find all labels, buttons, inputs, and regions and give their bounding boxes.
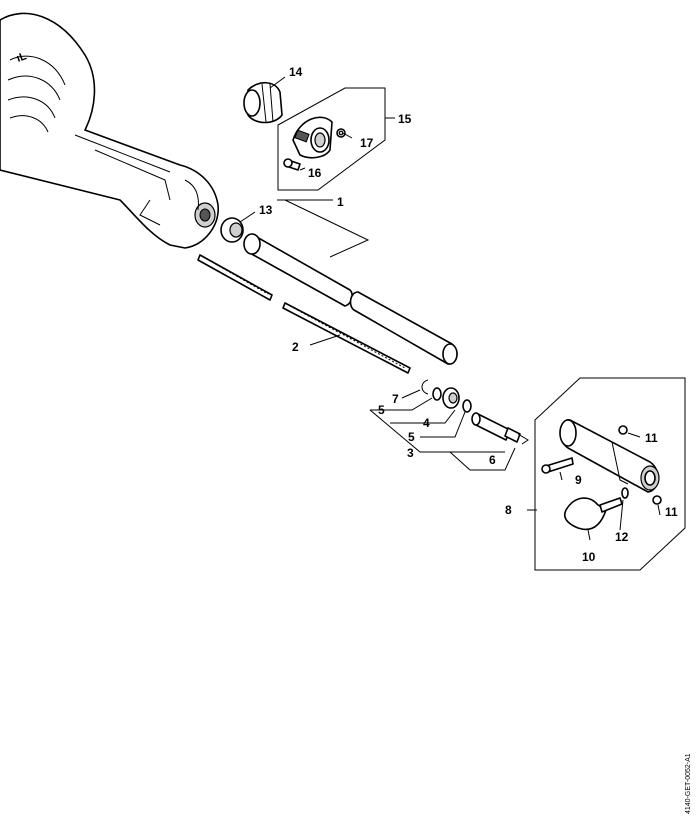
- assembly-15-group: [277, 87, 386, 191]
- part-1-drive-tube: [243, 233, 458, 365]
- part-6-shaft-end: [471, 412, 529, 445]
- callout-14: 14: [289, 65, 303, 79]
- callout-4: 4: [423, 416, 430, 430]
- document-reference-text: 4140-GET-0052-A1: [685, 753, 692, 814]
- callout-13: 13: [259, 203, 273, 217]
- callout-15: 15: [398, 112, 412, 126]
- assembly-8-group: [534, 377, 686, 571]
- callout-8: 8: [505, 503, 512, 517]
- housing-logo-text: ıL: [15, 50, 29, 65]
- callout-3: 3: [407, 446, 414, 460]
- leader-lines: [239, 76, 661, 541]
- engine-housing: ıL: [0, 12, 219, 249]
- callout-17: 17: [360, 136, 374, 150]
- callout-labels: 14 15 17 16 1 13 2 7 5 4 5 3 6 11 9 8 11…: [259, 65, 678, 564]
- part-13-adapter: [220, 217, 244, 243]
- callout-7: 7: [392, 392, 399, 406]
- callout-16: 16: [308, 166, 322, 180]
- callout-9: 9: [575, 473, 582, 487]
- part-14-clamp: [243, 81, 283, 124]
- callout-12: 12: [615, 530, 629, 544]
- callout-1: 1: [337, 195, 344, 209]
- document-reference: 4140-GET-0052-A1: [685, 753, 692, 814]
- callout-5-first: 5: [378, 403, 385, 417]
- callout-6: 6: [489, 453, 496, 467]
- callout-2: 2: [292, 340, 299, 354]
- part-2-drive-shaft: [197, 254, 411, 374]
- callout-11-top: 11: [645, 431, 658, 445]
- callout-11-bottom: 11: [665, 505, 678, 519]
- callout-5-second: 5: [408, 430, 415, 444]
- callout-10: 10: [582, 550, 596, 564]
- bearing-parts-group: [421, 379, 472, 413]
